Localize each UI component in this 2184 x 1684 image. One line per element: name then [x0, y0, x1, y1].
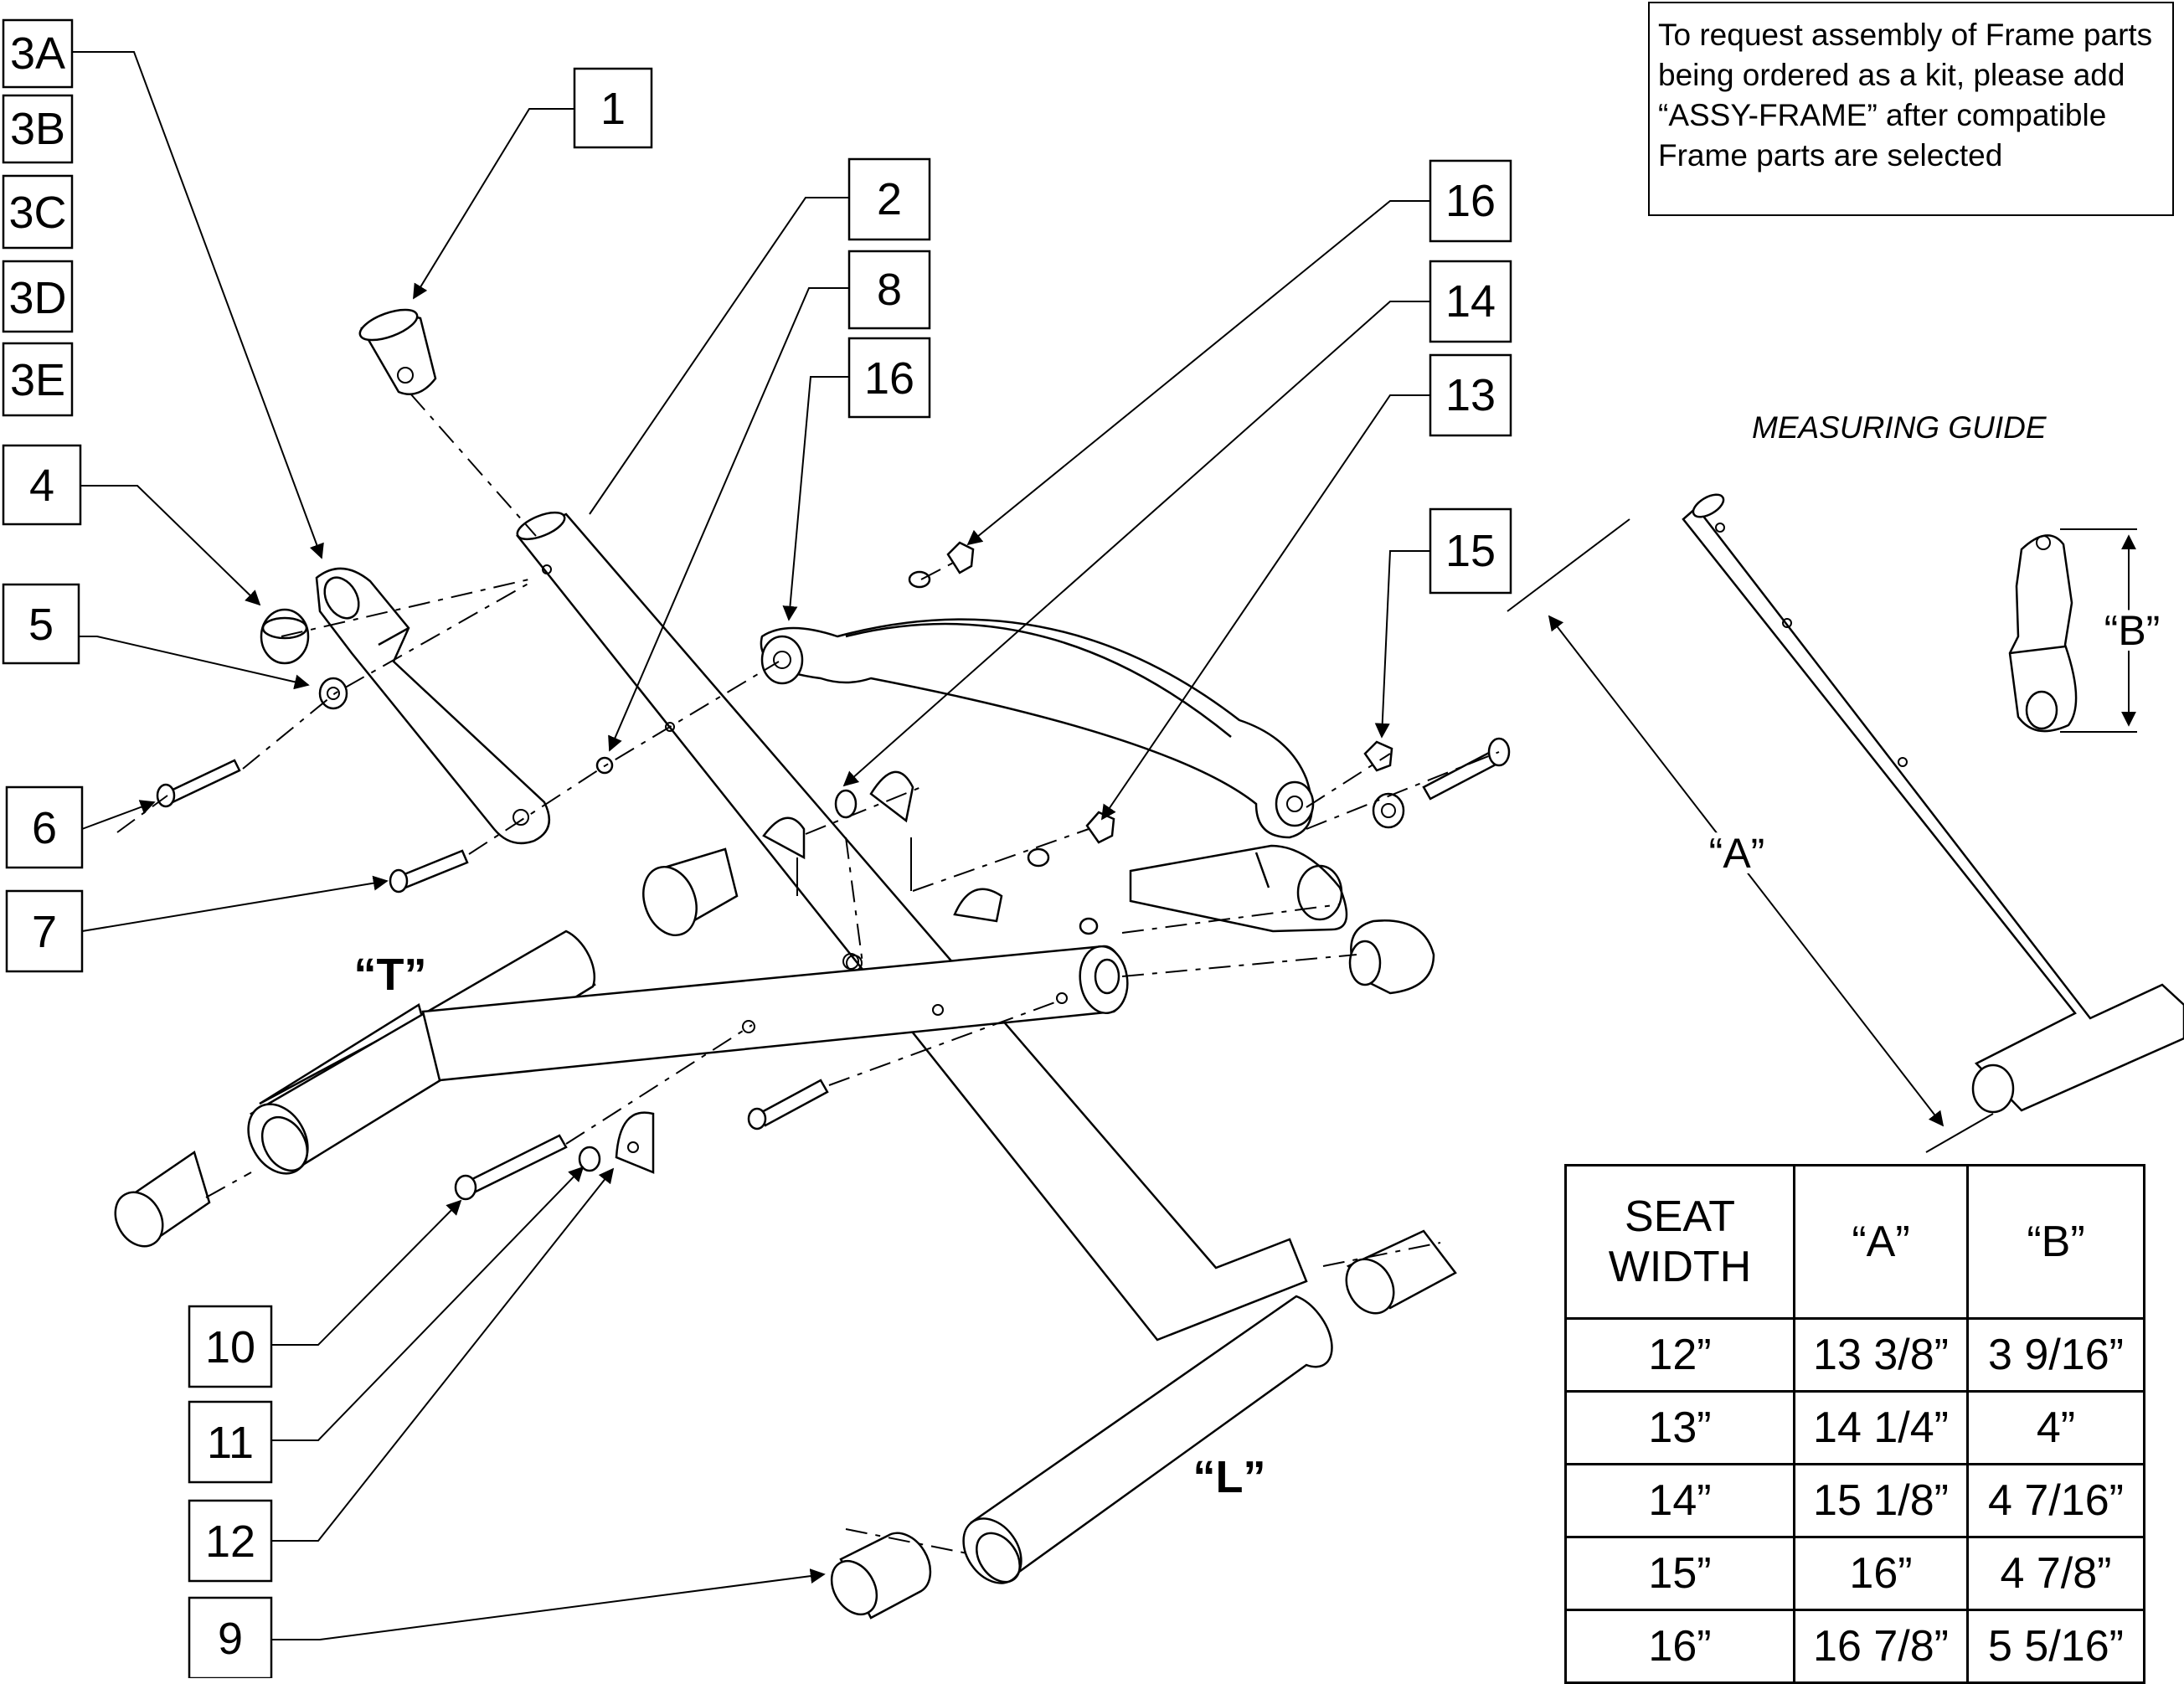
table-row: 16” 16 7/8” 5 5/16” [1564, 1609, 2145, 1684]
cell-b: 4 7/16” [1966, 1463, 2145, 1538]
header-b: “B” [1966, 1164, 2145, 1320]
callout-3a: 3A [2, 18, 74, 89]
callout-3b: 3B [2, 94, 74, 164]
header-a: “A” [1793, 1164, 1969, 1320]
svg-text:14: 14 [1445, 276, 1496, 327]
svg-text:1: 1 [600, 84, 626, 134]
svg-text:6: 6 [32, 803, 57, 853]
rear-plate [1129, 844, 1348, 933]
cell-seat-width: 13” [1564, 1390, 1795, 1465]
svg-text:3D: 3D [8, 273, 66, 323]
svg-text:9: 9 [218, 1614, 243, 1664]
callout-4: 4 [2, 444, 82, 526]
cell-seat-width: 14” [1564, 1463, 1795, 1538]
dimension-label-b: “B” [2104, 607, 2161, 654]
svg-text:12: 12 [205, 1517, 255, 1567]
table-row: 14” 15 1/8” 4 7/16” [1564, 1463, 2145, 1538]
cell-a: 15 1/8” [1793, 1463, 1969, 1538]
cell-a: 13 3/8” [1793, 1317, 1969, 1393]
callout-8: 8 [847, 250, 931, 330]
table-header-row: SEAT WIDTH “A” “B” [1564, 1164, 2145, 1320]
callout-3c: 3C [2, 174, 74, 250]
callout-3e: 3E [2, 342, 74, 417]
frame-tube-l [516, 511, 1333, 1584]
assembly-axes [116, 393, 1500, 1555]
svg-text:3A: 3A [10, 28, 65, 79]
cell-seat-width: 15” [1564, 1536, 1795, 1611]
frame-tube-t [247, 930, 1129, 1175]
curved-brace [760, 618, 1315, 839]
cell-b: 4” [1966, 1390, 2145, 1465]
callout-3d: 3D [2, 260, 74, 333]
frame-label-t: “T” [354, 950, 427, 1000]
cell-b: 4 7/8” [1966, 1536, 2145, 1611]
callout-6: 6 [5, 785, 84, 869]
cell-a: 16” [1793, 1536, 1969, 1611]
callout-7: 7 [5, 889, 84, 973]
callout-9: 9 [188, 1596, 273, 1678]
callout-2: 2 [847, 157, 931, 241]
hardware [114, 308, 1511, 1620]
dimension-label-a: “A” [1709, 830, 1765, 877]
svg-text:16: 16 [1445, 176, 1496, 226]
svg-text:11: 11 [207, 1418, 254, 1468]
svg-text:16: 16 [864, 353, 914, 404]
table-row: 13” 14 1/4” 4” [1564, 1390, 2145, 1465]
svg-text:15: 15 [1445, 526, 1496, 576]
svg-text:2: 2 [877, 174, 902, 224]
svg-text:3B: 3B [10, 104, 65, 154]
svg-text:7: 7 [32, 907, 57, 957]
cell-b: 3 9/16” [1966, 1317, 2145, 1393]
measuring-guide-title: MEASURING GUIDE [1752, 410, 2047, 445]
svg-text:8: 8 [877, 265, 902, 315]
callout-16-left: 16 [847, 337, 931, 419]
svg-text:4: 4 [29, 461, 54, 511]
table-row: 12” 13 3/8” 3 9/16” [1564, 1317, 2145, 1393]
svg-text:3E: 3E [10, 355, 65, 405]
table-row: 15” 16” 4 7/8” [1564, 1536, 2145, 1611]
cell-seat-width: 12” [1564, 1317, 1795, 1393]
seat-width-table: SEAT WIDTH “A” “B” 12” 13 3/8” 3 9/16” 1… [1564, 1164, 2145, 1684]
callout-5: 5 [2, 583, 80, 665]
svg-text:10: 10 [205, 1322, 255, 1372]
cell-seat-width: 16” [1564, 1609, 1795, 1684]
frame-bracket [315, 567, 551, 845]
svg-text:3C: 3C [8, 188, 66, 238]
callout-15: 15 [1429, 507, 1512, 595]
svg-text:5: 5 [28, 600, 54, 650]
cell-a: 16 7/8” [1793, 1609, 1969, 1684]
callout-10: 10 [188, 1305, 273, 1388]
callout-16-right: 16 [1429, 159, 1512, 243]
cell-b: 5 5/16” [1966, 1609, 2145, 1684]
frame-label-l: “L” [1193, 1452, 1266, 1502]
svg-text:13: 13 [1445, 370, 1496, 420]
callout-13: 13 [1429, 353, 1512, 437]
measuring-guide-figure [1507, 493, 2184, 1153]
header-seat-width: SEAT WIDTH [1564, 1164, 1795, 1320]
cell-a: 14 1/4” [1793, 1390, 1969, 1465]
assembly-note: To request assembly of Frame parts being… [1648, 2, 2174, 216]
callout-11: 11 [188, 1400, 273, 1484]
callout-1: 1 [573, 67, 653, 149]
callout-14: 14 [1429, 260, 1512, 343]
callout-12: 12 [188, 1499, 273, 1583]
